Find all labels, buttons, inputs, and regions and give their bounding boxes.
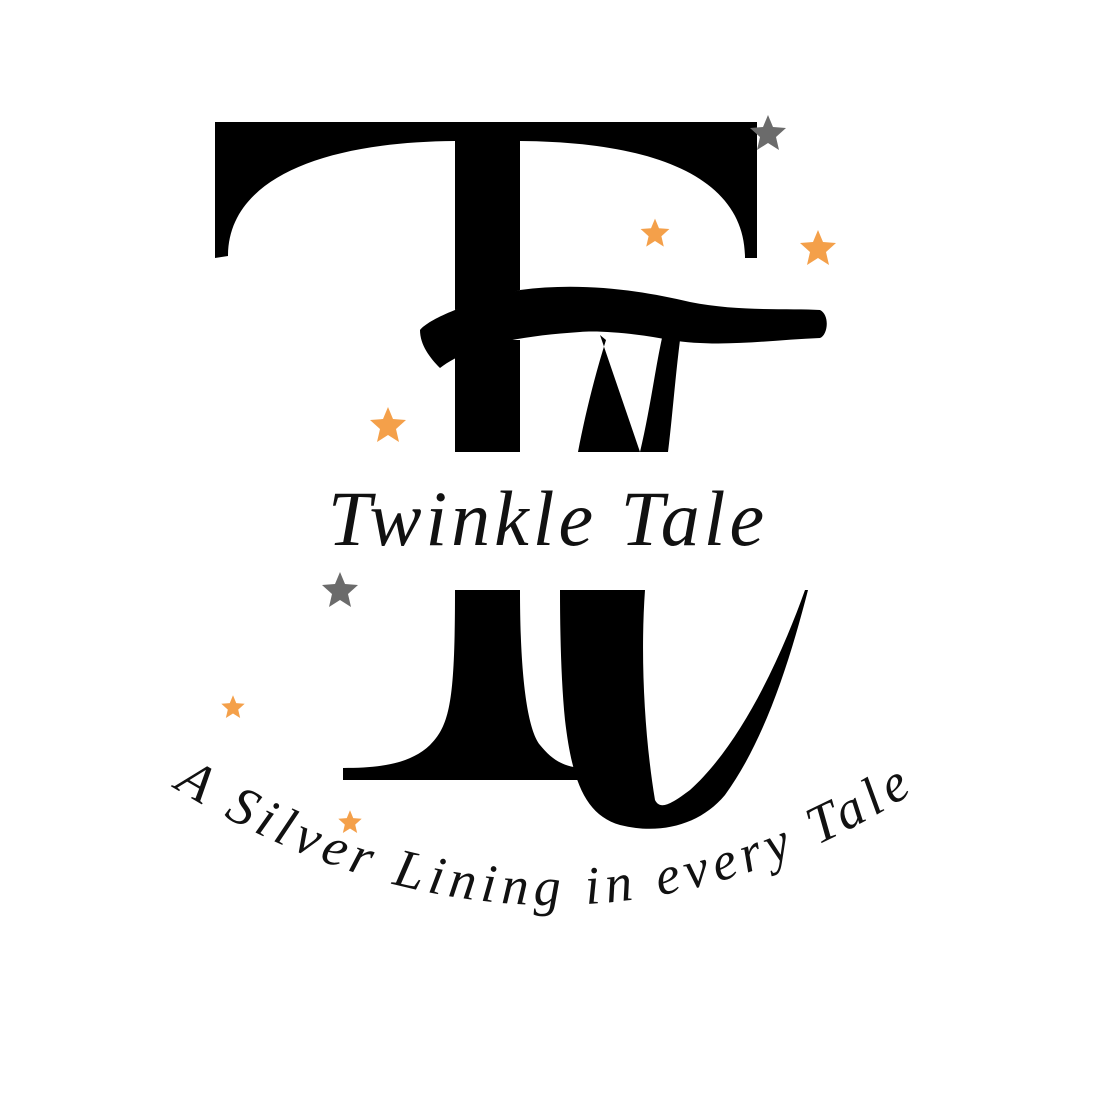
star-icon: [221, 695, 245, 719]
star-icon: [800, 230, 836, 265]
star-icon: [370, 407, 406, 442]
brand-name: Twinkle Tale: [328, 475, 768, 562]
star-icon: [322, 572, 358, 607]
monogram-serif-t: [215, 122, 757, 780]
monogram-script-t: [420, 286, 827, 829]
star-icon: [640, 218, 670, 247]
